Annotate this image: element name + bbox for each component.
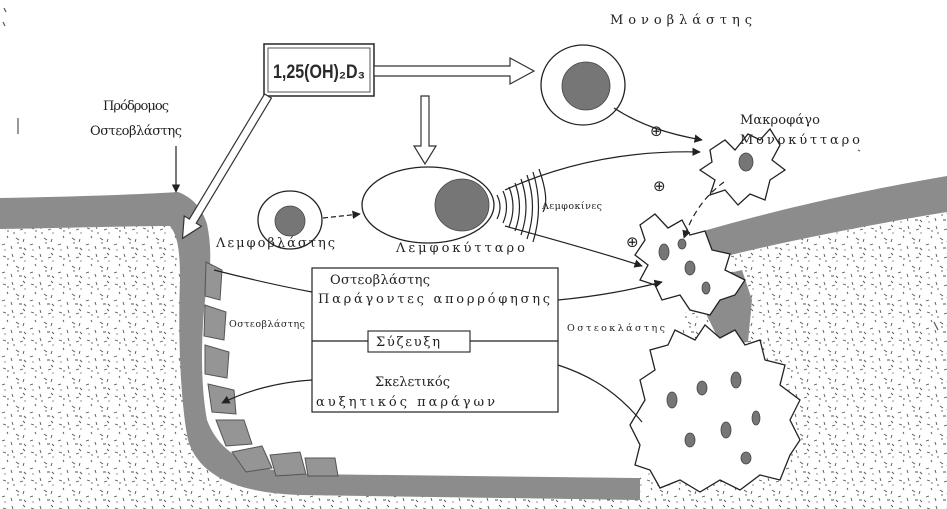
stimulation-symbol: ⊕ bbox=[653, 177, 666, 195]
osteoblast-cell bbox=[216, 420, 252, 446]
box-to-osteoclast-line bbox=[558, 365, 642, 422]
osteoblast-cell bbox=[204, 305, 226, 340]
lymphokine-wave bbox=[521, 179, 526, 235]
lymphokine-wave bbox=[515, 183, 520, 231]
osteoclast-nucleus bbox=[752, 411, 760, 425]
lymphokine-wave bbox=[509, 187, 513, 227]
osteoclast-nucleus bbox=[741, 452, 751, 464]
stimulation-symbol: ⊕ bbox=[650, 122, 663, 140]
osteoclast-nucleus bbox=[678, 239, 686, 249]
monoblast-label: Μονοβλάστης bbox=[610, 13, 752, 28]
factor-box-header: Οστεοβλάστης bbox=[330, 273, 430, 288]
lymphoblast-nucleus bbox=[275, 206, 305, 236]
osteoclast-nucleus bbox=[702, 282, 710, 294]
lymphokine-to-macrophage-arrow bbox=[505, 152, 700, 190]
precursor-label-line1: Πρόδρομος bbox=[103, 99, 169, 114]
osteoblast-cell bbox=[270, 452, 306, 476]
osteoblast-cell bbox=[305, 458, 338, 476]
growth-factor-label-line1: Σκελετικός bbox=[375, 375, 450, 390]
lymphokine-wave bbox=[533, 172, 539, 242]
lymphokines-label: Λεμφοκίνες bbox=[541, 201, 602, 212]
lymphocyte-cell bbox=[362, 167, 494, 243]
osteoclast-label: Οστεοκλάστης bbox=[567, 323, 665, 334]
hormone-label: 1,25(OH)₂D₃ bbox=[273, 62, 365, 83]
osteoclast-nucleus bbox=[697, 381, 707, 395]
osteoblast-to-box-line bbox=[214, 270, 312, 292]
lymphokine-wave bbox=[497, 195, 500, 219]
lymphoblast-to-lymphocyte-arrow bbox=[323, 214, 360, 218]
growth-factor-arrow bbox=[222, 380, 312, 403]
monoblast-cell bbox=[541, 45, 625, 125]
macrophage-label-line1: Μακροφάγο bbox=[740, 113, 820, 128]
growth-factor-label-line2: αυξητικός παράγων bbox=[316, 395, 495, 410]
hormone-to-lymphocyte-arrow bbox=[414, 96, 436, 164]
osteoclast-nucleus bbox=[659, 244, 669, 260]
resorption-factors-arrow bbox=[558, 282, 662, 300]
osteoblast-lining-label: Οστεοβλάστης bbox=[229, 319, 305, 330]
hormone-box: 1,25(OH)₂D₃ bbox=[264, 44, 374, 96]
osteoblast-cell bbox=[205, 262, 222, 300]
lymphocyte-label: Λεμφοκύτταρο bbox=[395, 241, 525, 256]
osteoclast-nucleus bbox=[667, 392, 677, 408]
osteoblast-cell bbox=[205, 345, 229, 378]
osteoclast-nucleus bbox=[721, 422, 731, 438]
stimulation-symbol: ⊕ bbox=[626, 233, 639, 251]
lymphocyte-nucleus bbox=[435, 179, 489, 231]
lymphokine-wave bbox=[503, 191, 507, 223]
precursor-label-line2: Οστεοβλάστης bbox=[90, 124, 182, 139]
osteoclast-nucleus bbox=[685, 433, 695, 447]
macrophage-nucleus bbox=[739, 153, 753, 171]
hormone-to-monoblast-arrow bbox=[374, 58, 534, 84]
osteoclast-nucleus bbox=[731, 372, 741, 388]
lymphokine-wave bbox=[527, 175, 533, 239]
monoblast-nucleus bbox=[562, 62, 610, 110]
macrophage-label-line2: Μονοκύτταρο bbox=[740, 133, 860, 148]
factor-box: Οστεοβλάστης Παράγοντες απορρόφησης Σύζε… bbox=[312, 268, 558, 412]
osteoclast-nucleus bbox=[685, 261, 695, 275]
lymphokine-to-osteoclast-arrow bbox=[505, 226, 642, 266]
